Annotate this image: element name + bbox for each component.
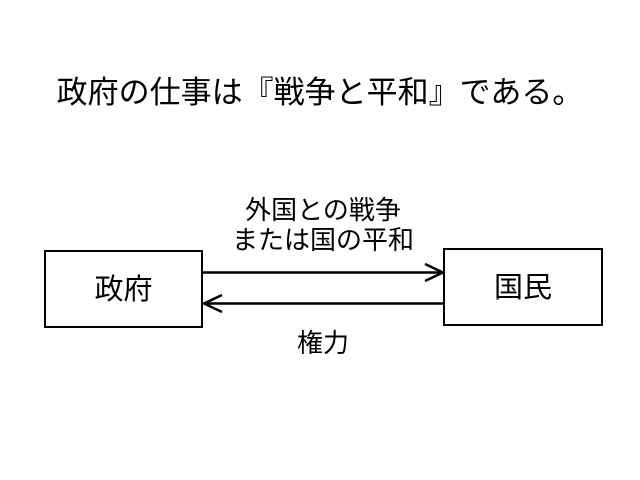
arrow-power bbox=[201, 293, 443, 314]
edge-label-war-peace-line-2: または国の平和 bbox=[231, 226, 414, 256]
arrow-war-peace-head bbox=[424, 262, 446, 283]
node-government-label: 政府 bbox=[94, 271, 153, 306]
edge-label-power-line-1: 権力 bbox=[296, 329, 349, 359]
page-title: 政府の仕事は『戦争と平和』である。 bbox=[56, 75, 584, 111]
node-people-label: 国民 bbox=[493, 269, 552, 304]
node-people[interactable]: 国民 bbox=[443, 248, 603, 326]
node-government[interactable]: 政府 bbox=[44, 250, 203, 328]
arrow-power-head bbox=[201, 293, 223, 314]
arrow-war-peace bbox=[203, 262, 446, 283]
edge-label-power: 権力 bbox=[182, 329, 464, 359]
edge-label-war-peace: 外国との戦争 または国の平和 bbox=[182, 196, 464, 256]
edge-label-war-peace-line-1: 外国との戦争 bbox=[245, 196, 401, 226]
